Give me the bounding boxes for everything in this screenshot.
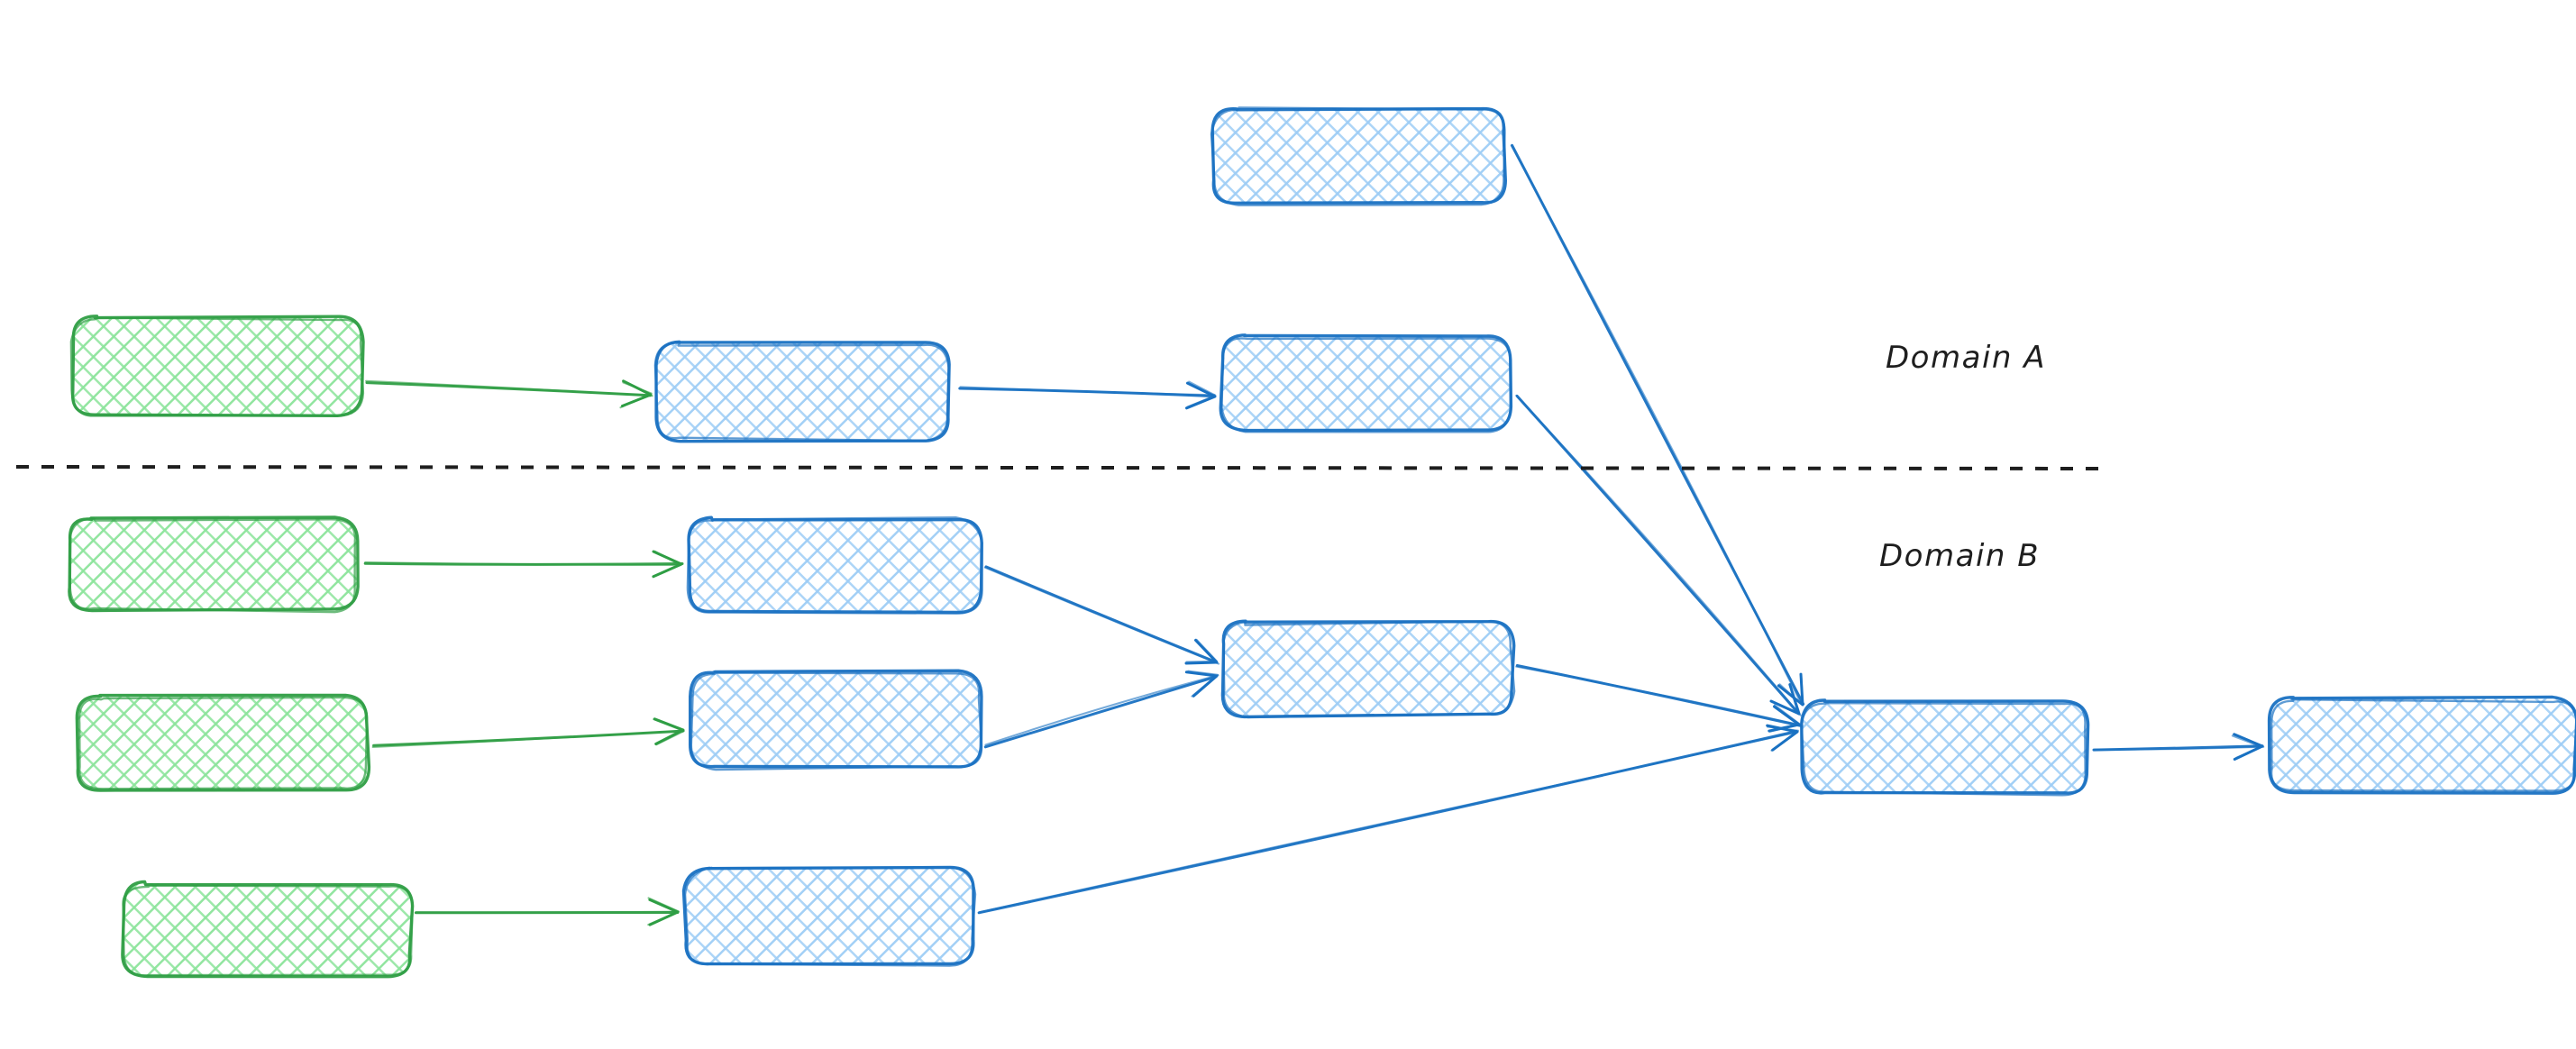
node-hit-b-src-3[interactable] [123,883,411,977]
node-a-proc-1[interactable] [653,340,951,443]
node-b-mid-1[interactable] [1220,619,1516,719]
domain-b-label: Domain B [1879,538,2041,574]
divider-layer [15,465,2103,470]
edge-a-top-1-to-b-hub [1510,143,1805,707]
nodes-layer [68,106,2576,979]
edge-a-src-1-to-a-proc-1 [365,379,653,409]
domain-a-label: Domain A [1886,340,2046,376]
node-hit-b-src-1[interactable] [69,518,357,610]
edge-a-proc-1-to-a-proc-2 [958,380,1217,410]
edge-b-src-3-to-b-proc-3 [414,897,680,926]
edge-b-src-1-to-b-proc-1 [363,550,684,579]
node-hit-b-sink[interactable] [2270,698,2576,792]
domain-divider [15,465,2103,470]
node-hit-a-proc-2[interactable] [1221,335,1510,431]
node-hit-a-proc-1[interactable] [656,342,948,440]
edge-b-mid-1-to-b-hub [1515,664,1802,733]
node-hit-b-proc-1[interactable] [689,518,981,612]
node-hit-b-proc-2[interactable] [690,672,981,768]
edge-b-proc-2-to-b-mid-1 [983,670,1219,749]
node-hit-b-mid-1[interactable] [1222,622,1512,716]
node-hit-b-proc-3[interactable] [685,868,973,963]
node-b-sink[interactable] [2267,695,2576,795]
node-b-proc-1[interactable] [686,515,983,615]
node-b-proc-2[interactable] [688,669,983,771]
edge-b-src-2-to-b-proc-2 [371,717,685,748]
node-hit-a-src-1[interactable] [72,317,362,415]
edge-b-proc-1-to-b-mid-1 [983,565,1219,665]
node-a-src-1[interactable] [69,315,365,417]
node-a-top-1[interactable] [1210,106,1507,206]
node-hit-a-top-1[interactable] [1212,108,1504,204]
node-b-src-1[interactable] [68,515,360,614]
node-b-proc-3[interactable] [681,865,977,967]
node-hit-b-src-2[interactable] [78,697,368,790]
node-a-proc-2[interactable] [1219,333,1513,433]
edge-b-proc-3-to-b-hub [977,724,1800,915]
node-b-src-2[interactable] [75,693,371,792]
edge-b-hub-to-b-sink [2092,733,2265,761]
node-hit-b-hub[interactable] [1803,700,2087,794]
edge-a-proc-2-to-b-hub [1515,394,1802,716]
node-b-hub[interactable] [1800,698,2090,797]
edges-layer [363,143,2265,926]
node-b-src-3[interactable] [121,880,415,979]
